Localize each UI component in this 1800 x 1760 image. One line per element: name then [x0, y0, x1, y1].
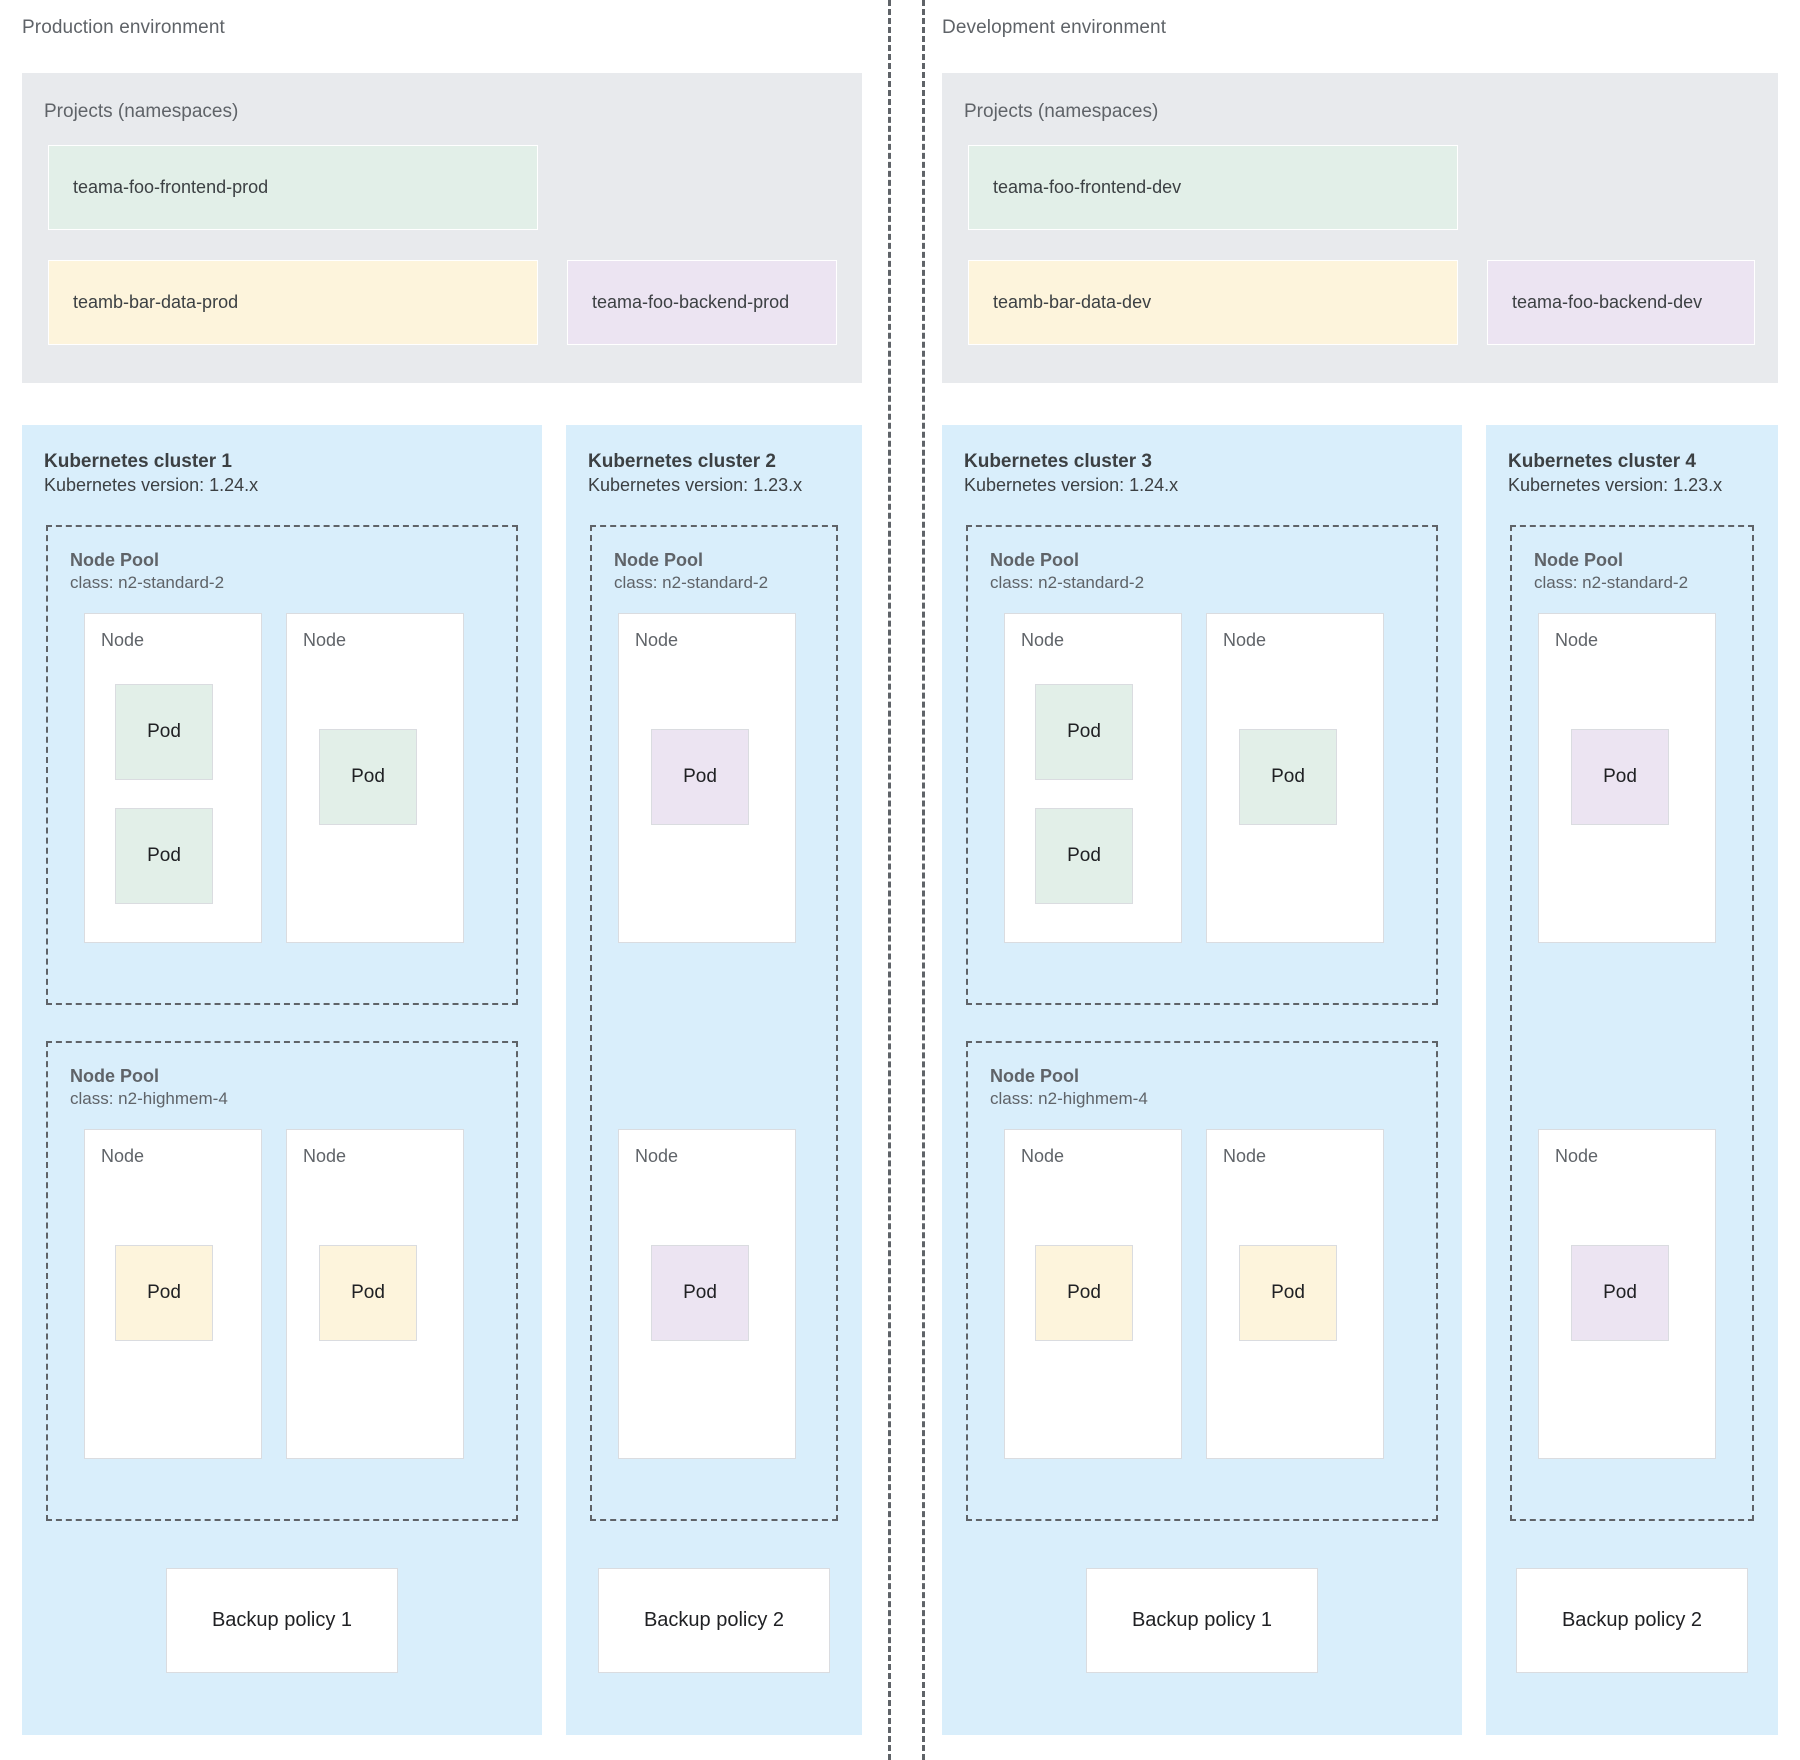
environment-divider-right — [922, 0, 925, 1760]
node-label: Node — [101, 630, 145, 650]
namespaces-panel-title: Projects (namespaces) — [964, 101, 1159, 122]
environment-title-production: Production environment — [22, 17, 225, 38]
node-pool[interactable]: Node Pool class: n2-highmem-4 Node Pod N… — [966, 1041, 1438, 1521]
pod[interactable]: Pod — [1571, 729, 1669, 825]
node-pool-class: class: n2-standard-2 — [70, 573, 225, 593]
node[interactable]: Node Pod — [84, 1129, 262, 1459]
cluster-3[interactable]: Kubernetes cluster 3 Kubernetes version:… — [942, 425, 1462, 1735]
cluster-header: Kubernetes cluster 1 Kubernetes version:… — [44, 449, 258, 498]
node-pool-header: Node Pool class: n2-standard-2 — [614, 549, 768, 594]
backup-policy[interactable]: Backup policy 1 — [166, 1568, 398, 1673]
pod[interactable]: Pod — [319, 729, 417, 825]
node-label: Node — [101, 1146, 145, 1166]
pod[interactable]: Pod — [651, 729, 749, 825]
pod[interactable]: Pod — [1239, 729, 1337, 825]
namespaces-panel-development: Projects (namespaces) teama-foo-frontend… — [942, 73, 1778, 383]
node-pool-class: class: n2-standard-2 — [614, 573, 769, 593]
namespaces-panel-production: Projects (namespaces) teama-foo-frontend… — [22, 73, 862, 383]
node-pool[interactable]: Node Pool class: n2-standard-2 Node Pod … — [966, 525, 1438, 1005]
namespace-box[interactable]: teama-foo-frontend-prod — [48, 145, 538, 230]
namespace-box[interactable]: teama-foo-backend-prod — [567, 260, 837, 345]
pod[interactable]: Pod — [1571, 1245, 1669, 1341]
node[interactable]: Node Pod — [1206, 1129, 1384, 1459]
node[interactable]: Node Pod — [286, 1129, 464, 1459]
cluster-name: Kubernetes cluster 2 — [588, 451, 776, 472]
pod[interactable]: Pod — [1035, 684, 1133, 780]
node-label: Node — [635, 630, 679, 650]
cluster-name: Kubernetes cluster 3 — [964, 451, 1152, 472]
node-pool-title: Node Pool — [70, 1066, 159, 1086]
cluster-version: Kubernetes version: 1.23.x — [588, 475, 803, 496]
node-pool-title: Node Pool — [614, 550, 703, 570]
namespace-box[interactable]: teamb-bar-data-dev — [968, 260, 1458, 345]
node-label: Node — [1555, 630, 1599, 650]
cluster-version: Kubernetes version: 1.24.x — [964, 475, 1179, 496]
pod[interactable]: Pod — [1035, 1245, 1133, 1341]
namespace-box[interactable]: teamb-bar-data-prod — [48, 260, 538, 345]
node-pool-header: Node Pool class: n2-highmem-4 — [70, 1065, 228, 1110]
cluster-version: Kubernetes version: 1.23.x — [1508, 475, 1723, 496]
node-label: Node — [303, 1146, 347, 1166]
node-label: Node — [1223, 1146, 1267, 1166]
cluster-name: Kubernetes cluster 1 — [44, 451, 232, 472]
node[interactable]: Node Pod — [286, 613, 464, 943]
node-label: Node — [1555, 1146, 1599, 1166]
environment-title-development: Development environment — [942, 17, 1167, 38]
node-pool-header: Node Pool class: n2-standard-2 — [1534, 549, 1688, 594]
namespace-box[interactable]: teama-foo-backend-dev — [1487, 260, 1755, 345]
namespace-box[interactable]: teama-foo-frontend-dev — [968, 145, 1458, 230]
node-pool-title: Node Pool — [990, 550, 1079, 570]
backup-policy[interactable]: Backup policy 2 — [598, 1568, 830, 1673]
node[interactable]: Node Pod — [1206, 613, 1384, 943]
pod[interactable]: Pod — [651, 1245, 749, 1341]
pod[interactable]: Pod — [115, 684, 213, 780]
namespaces-panel-title: Projects (namespaces) — [44, 101, 239, 122]
node-pool[interactable]: Node Pool class: n2-standard-2 Node Pod … — [1510, 525, 1754, 1521]
node-label: Node — [635, 1146, 679, 1166]
node-label: Node — [303, 630, 347, 650]
node-pool-class: class: n2-standard-2 — [1534, 573, 1689, 593]
node-pool-class: class: n2-highmem-4 — [70, 1089, 228, 1109]
cluster-1[interactable]: Kubernetes cluster 1 Kubernetes version:… — [22, 425, 542, 1735]
environment-divider-left — [888, 0, 891, 1760]
node-label: Node — [1223, 630, 1267, 650]
cluster-header: Kubernetes cluster 3 Kubernetes version:… — [964, 449, 1178, 498]
cluster-4[interactable]: Kubernetes cluster 4 Kubernetes version:… — [1486, 425, 1778, 1735]
node-pool-header: Node Pool class: n2-standard-2 — [990, 549, 1144, 594]
node[interactable]: Node Pod Pod — [1004, 613, 1182, 943]
pod[interactable]: Pod — [1239, 1245, 1337, 1341]
node-pool[interactable]: Node Pool class: n2-standard-2 Node Pod … — [590, 525, 838, 1521]
node-pool-header: Node Pool class: n2-standard-2 — [70, 549, 224, 594]
backup-policy[interactable]: Backup policy 2 — [1516, 1568, 1748, 1673]
node-pool[interactable]: Node Pool class: n2-highmem-4 Node Pod N… — [46, 1041, 518, 1521]
backup-policy[interactable]: Backup policy 1 — [1086, 1568, 1318, 1673]
node[interactable]: Node Pod — [618, 613, 796, 943]
node-label: Node — [1021, 630, 1065, 650]
node-pool-class: class: n2-highmem-4 — [990, 1089, 1148, 1109]
pod[interactable]: Pod — [115, 1245, 213, 1341]
node-label: Node — [1021, 1146, 1065, 1166]
cluster-version: Kubernetes version: 1.24.x — [44, 475, 259, 496]
cluster-header: Kubernetes cluster 2 Kubernetes version:… — [588, 449, 802, 498]
pod[interactable]: Pod — [115, 808, 213, 904]
pod[interactable]: Pod — [319, 1245, 417, 1341]
node[interactable]: Node Pod — [1538, 1129, 1716, 1459]
node[interactable]: Node Pod — [618, 1129, 796, 1459]
node-pool-title: Node Pool — [1534, 550, 1623, 570]
node-pool[interactable]: Node Pool class: n2-standard-2 Node Pod … — [46, 525, 518, 1005]
node[interactable]: Node Pod — [1004, 1129, 1182, 1459]
node-pool-header: Node Pool class: n2-highmem-4 — [990, 1065, 1148, 1110]
cluster-name: Kubernetes cluster 4 — [1508, 451, 1696, 472]
node-pool-class: class: n2-standard-2 — [990, 573, 1145, 593]
pod[interactable]: Pod — [1035, 808, 1133, 904]
cluster-header: Kubernetes cluster 4 Kubernetes version:… — [1508, 449, 1722, 498]
cluster-2[interactable]: Kubernetes cluster 2 Kubernetes version:… — [566, 425, 862, 1735]
node-pool-title: Node Pool — [990, 1066, 1079, 1086]
node[interactable]: Node Pod — [1538, 613, 1716, 943]
node[interactable]: Node Pod Pod — [84, 613, 262, 943]
node-pool-title: Node Pool — [70, 550, 159, 570]
